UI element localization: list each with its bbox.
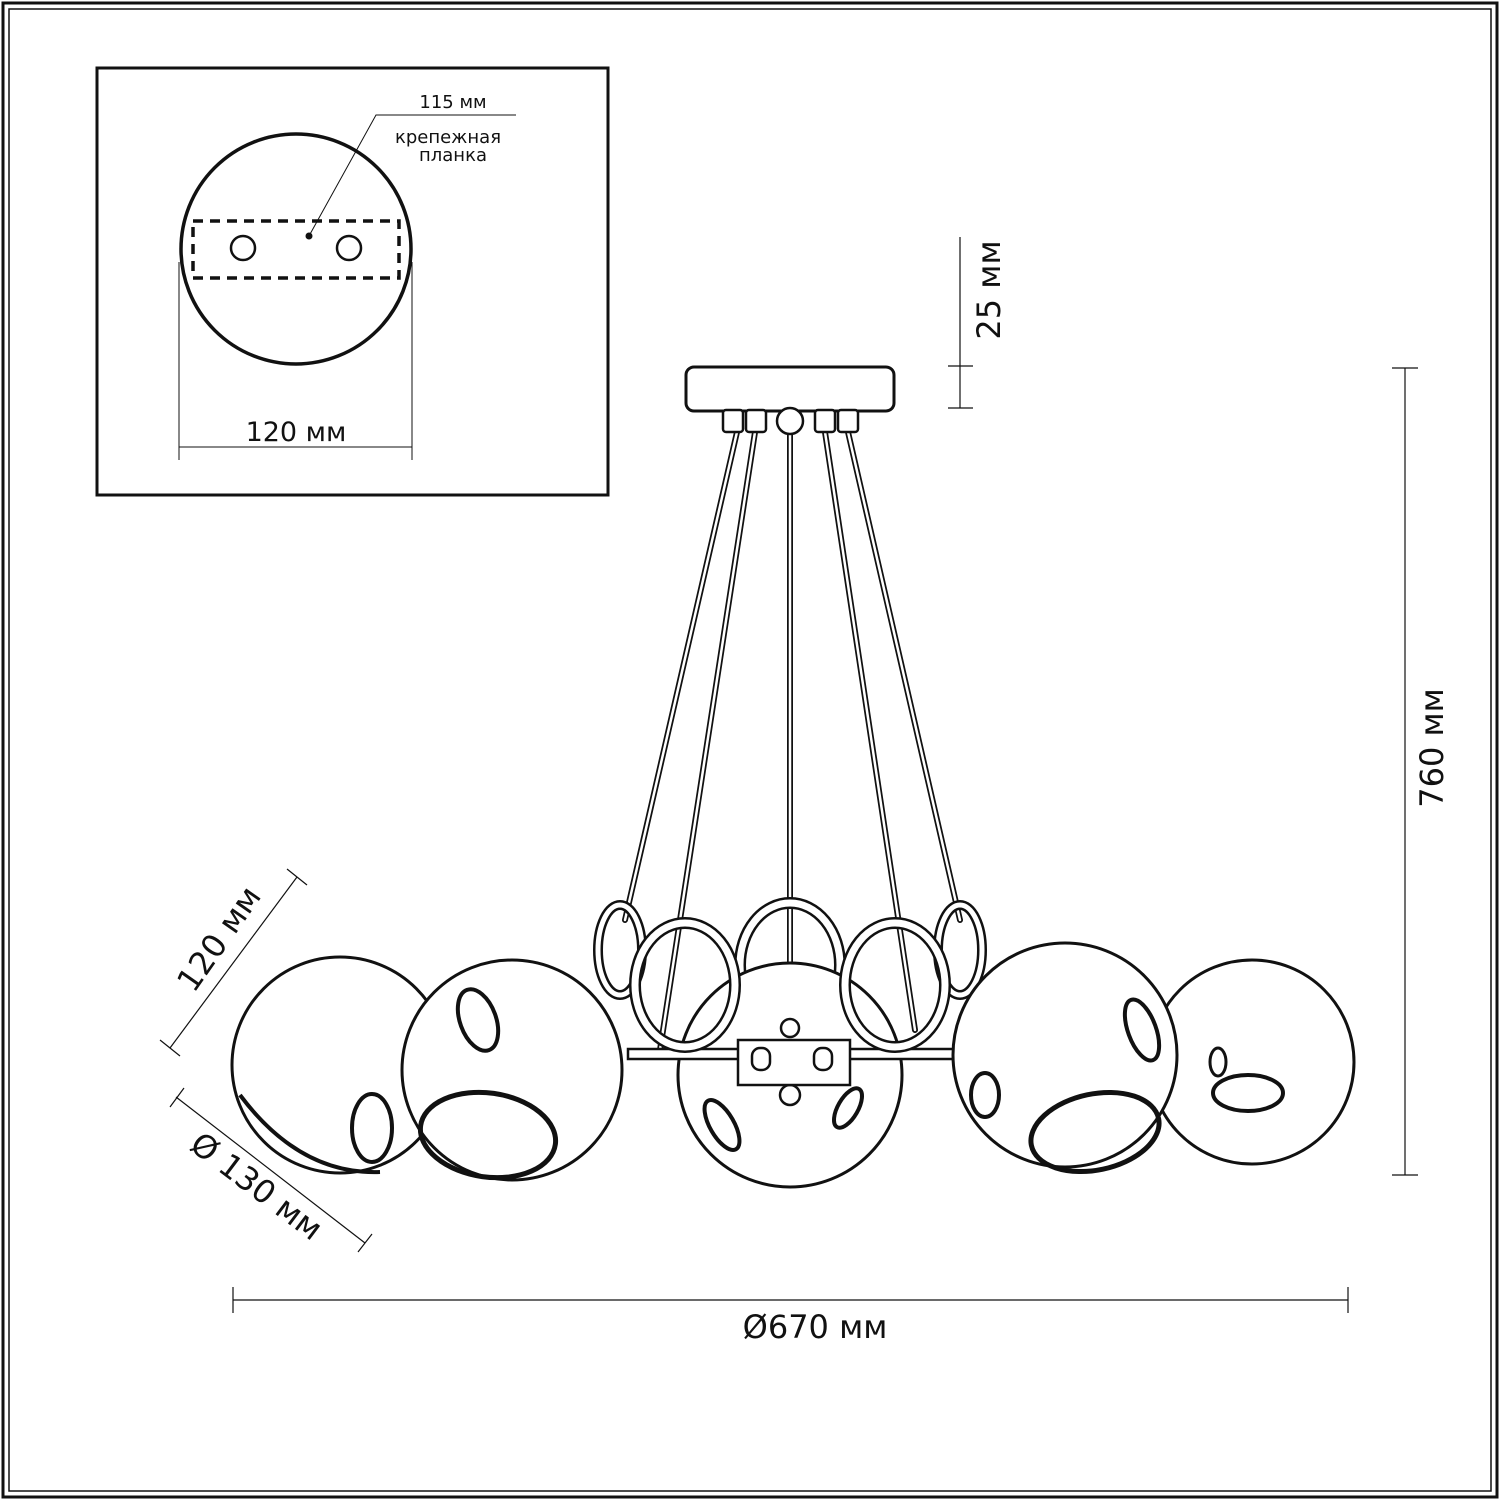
- total-diameter-label: Ø670 мм: [743, 1308, 888, 1346]
- leader-line: [308, 114, 516, 237]
- plate-label-line1: крепежная: [395, 127, 501, 148]
- canopy-inset: 115 мм крепежная планка 120 мм: [95, 66, 610, 497]
- shade-right-inner: [951, 941, 1179, 1175]
- plate-size-label: 115 мм: [419, 92, 486, 113]
- mounting-hole: [335, 234, 363, 262]
- cable-highlights: [623, 430, 962, 1052]
- canopy: [684, 365, 896, 436]
- plate-label-line2: планка: [419, 145, 487, 166]
- total-height-label: 760 мм: [1413, 688, 1451, 808]
- dim-canopy-height: 25 мм: [948, 237, 1008, 409]
- inner-frame: [8, 8, 1492, 1492]
- shade-left-inner: [400, 958, 624, 1182]
- inset-frame: [95, 66, 610, 497]
- mounting-hole: [229, 234, 257, 262]
- dim-total-diameter: Ø670 мм: [232, 1287, 1349, 1346]
- dim-total-height: 760 мм: [1392, 367, 1451, 1176]
- shade-height-label: 120 мм: [169, 879, 269, 999]
- shade-right-outer: [1148, 958, 1356, 1166]
- canopy-diameter-label: 120 мм: [246, 417, 347, 448]
- mounting-plate: [191, 219, 401, 280]
- canopy-height-label: 25 мм: [970, 240, 1008, 339]
- front-rings: [629, 917, 951, 1053]
- canopy-circle: [179, 132, 413, 366]
- hub: [626, 1017, 956, 1087]
